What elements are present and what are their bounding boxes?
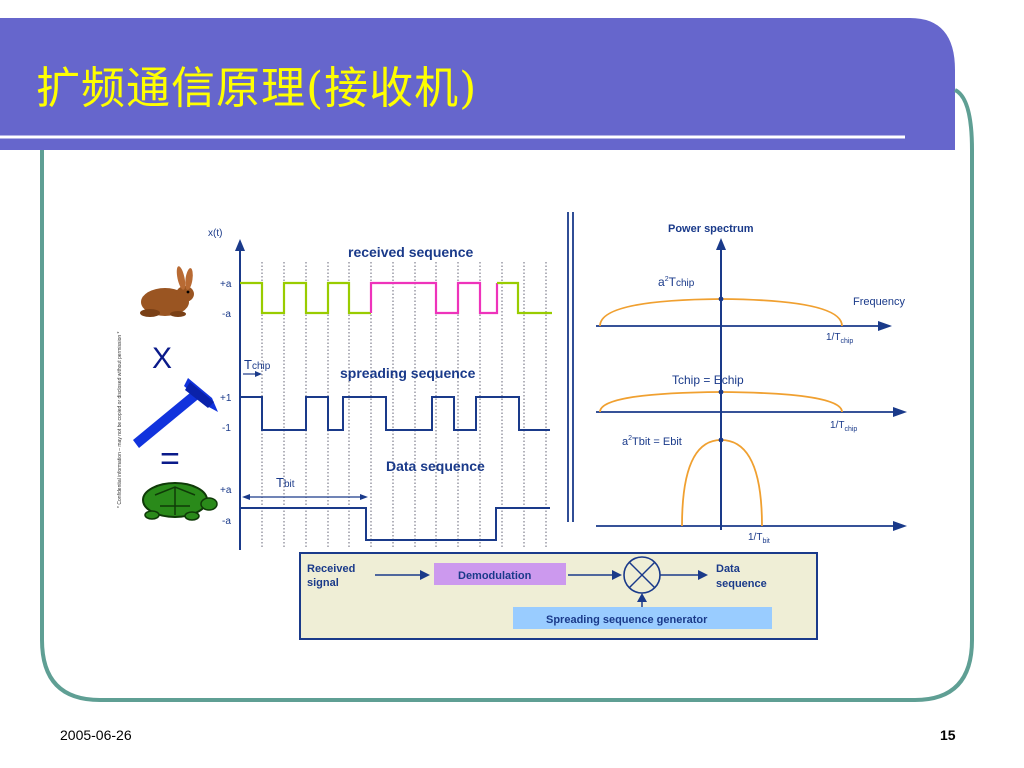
- spreading-waveform: [240, 396, 550, 431]
- spectrum-axis-2-arrow: [893, 407, 907, 417]
- spectrum-axis-3-arrow: [893, 521, 907, 531]
- spectrum-peak-2: [718, 389, 724, 395]
- spreading-generator-label: Spreading sequence generator: [546, 614, 708, 626]
- received-signal-label-2: signal: [307, 577, 339, 589]
- power-spectrum-panel: Power spectrum a2Tchip Frequency 1/Tchip…: [596, 223, 907, 545]
- data-sequence-label: Data sequence: [386, 458, 485, 474]
- demod-arrow-head: [612, 570, 622, 580]
- turtle-icon: [142, 482, 218, 521]
- spectrum-mid-label: Tchip = Echip: [672, 373, 744, 387]
- spectrum-peak-3: [718, 437, 724, 443]
- axis-1-label: 1/Tchip: [826, 332, 853, 345]
- tchip-marker-arrow: [255, 371, 262, 377]
- received-signal-label-1: Received: [307, 563, 355, 575]
- axis-3-label: 1/Tbit: [748, 532, 770, 545]
- received-minus-a: -a: [222, 309, 231, 320]
- page-number: 15: [940, 727, 956, 743]
- data-waveform: [240, 507, 550, 541]
- side-note: * Confidential information – may not be …: [117, 331, 123, 508]
- spectrum-axis-1-arrow: [878, 321, 892, 331]
- footer-date: 2005-06-26: [60, 727, 132, 743]
- page-title: 扩频通信原理(接收机): [36, 63, 478, 114]
- spreading-generator-box: [513, 607, 772, 629]
- data-minus-a: -a: [222, 516, 231, 527]
- y-axis-label: x(t): [208, 228, 222, 239]
- output-arrow-head: [698, 570, 708, 580]
- power-spectrum-title: Power spectrum: [668, 223, 754, 235]
- slide-frame: [40, 88, 974, 702]
- data-sequence-output-label-1: Data: [716, 563, 741, 575]
- side-note-text: * Confidential information – may not be …: [117, 331, 123, 508]
- received-waveform-pink: [369, 281, 499, 315]
- chip-gridlines: [261, 262, 547, 548]
- spectrum-bottom-label: a2Tbit = Ebit: [622, 435, 682, 448]
- received-waveform-green-2: [497, 281, 552, 315]
- spreading-plus-1: +1: [220, 393, 232, 404]
- demodulation-box: [434, 563, 566, 585]
- input-arrow-head: [420, 570, 430, 580]
- received-sequence-label: received sequence: [348, 244, 474, 260]
- times-symbol: X: [152, 342, 172, 375]
- data-sequence-output-label-2: sequence: [716, 578, 767, 590]
- waveform-plot: x(t) +a -a +1 -1 +a -a received sequence…: [208, 228, 552, 550]
- demodulation-label: Demodulation: [458, 570, 532, 582]
- axis-2-label: 1/Tchip: [830, 420, 857, 433]
- received-waveform-green-1: [240, 281, 371, 315]
- tbit-label: Tbit: [276, 475, 295, 490]
- receiver-block-diagram: Received signal Demodulation Data sequen…: [299, 552, 818, 640]
- spreading-minus-1: -1: [222, 423, 231, 434]
- spectrum-vertical-axis-arrow: [716, 238, 726, 250]
- hammer-icon: [133, 378, 218, 448]
- equals-symbol: =: [160, 440, 180, 478]
- waveform-y-axis-arrow: [235, 239, 245, 251]
- data-plus-a: +a: [220, 485, 232, 496]
- rabbit-icon: [140, 266, 194, 317]
- spectrum-top-label: a2Tchip: [658, 275, 695, 289]
- spectrum-peak-1: [718, 296, 724, 302]
- spreading-sequence-label: spreading sequence: [340, 365, 476, 381]
- tbit-marker-arrow-left: [242, 494, 250, 500]
- tchip-label: Tchip: [244, 357, 271, 372]
- received-plus-a: +a: [220, 279, 232, 290]
- tbit-marker-arrow-right: [360, 494, 368, 500]
- generator-arrow-head: [637, 593, 647, 602]
- frequency-label: Frequency: [853, 296, 905, 308]
- header-band: [0, 18, 955, 150]
